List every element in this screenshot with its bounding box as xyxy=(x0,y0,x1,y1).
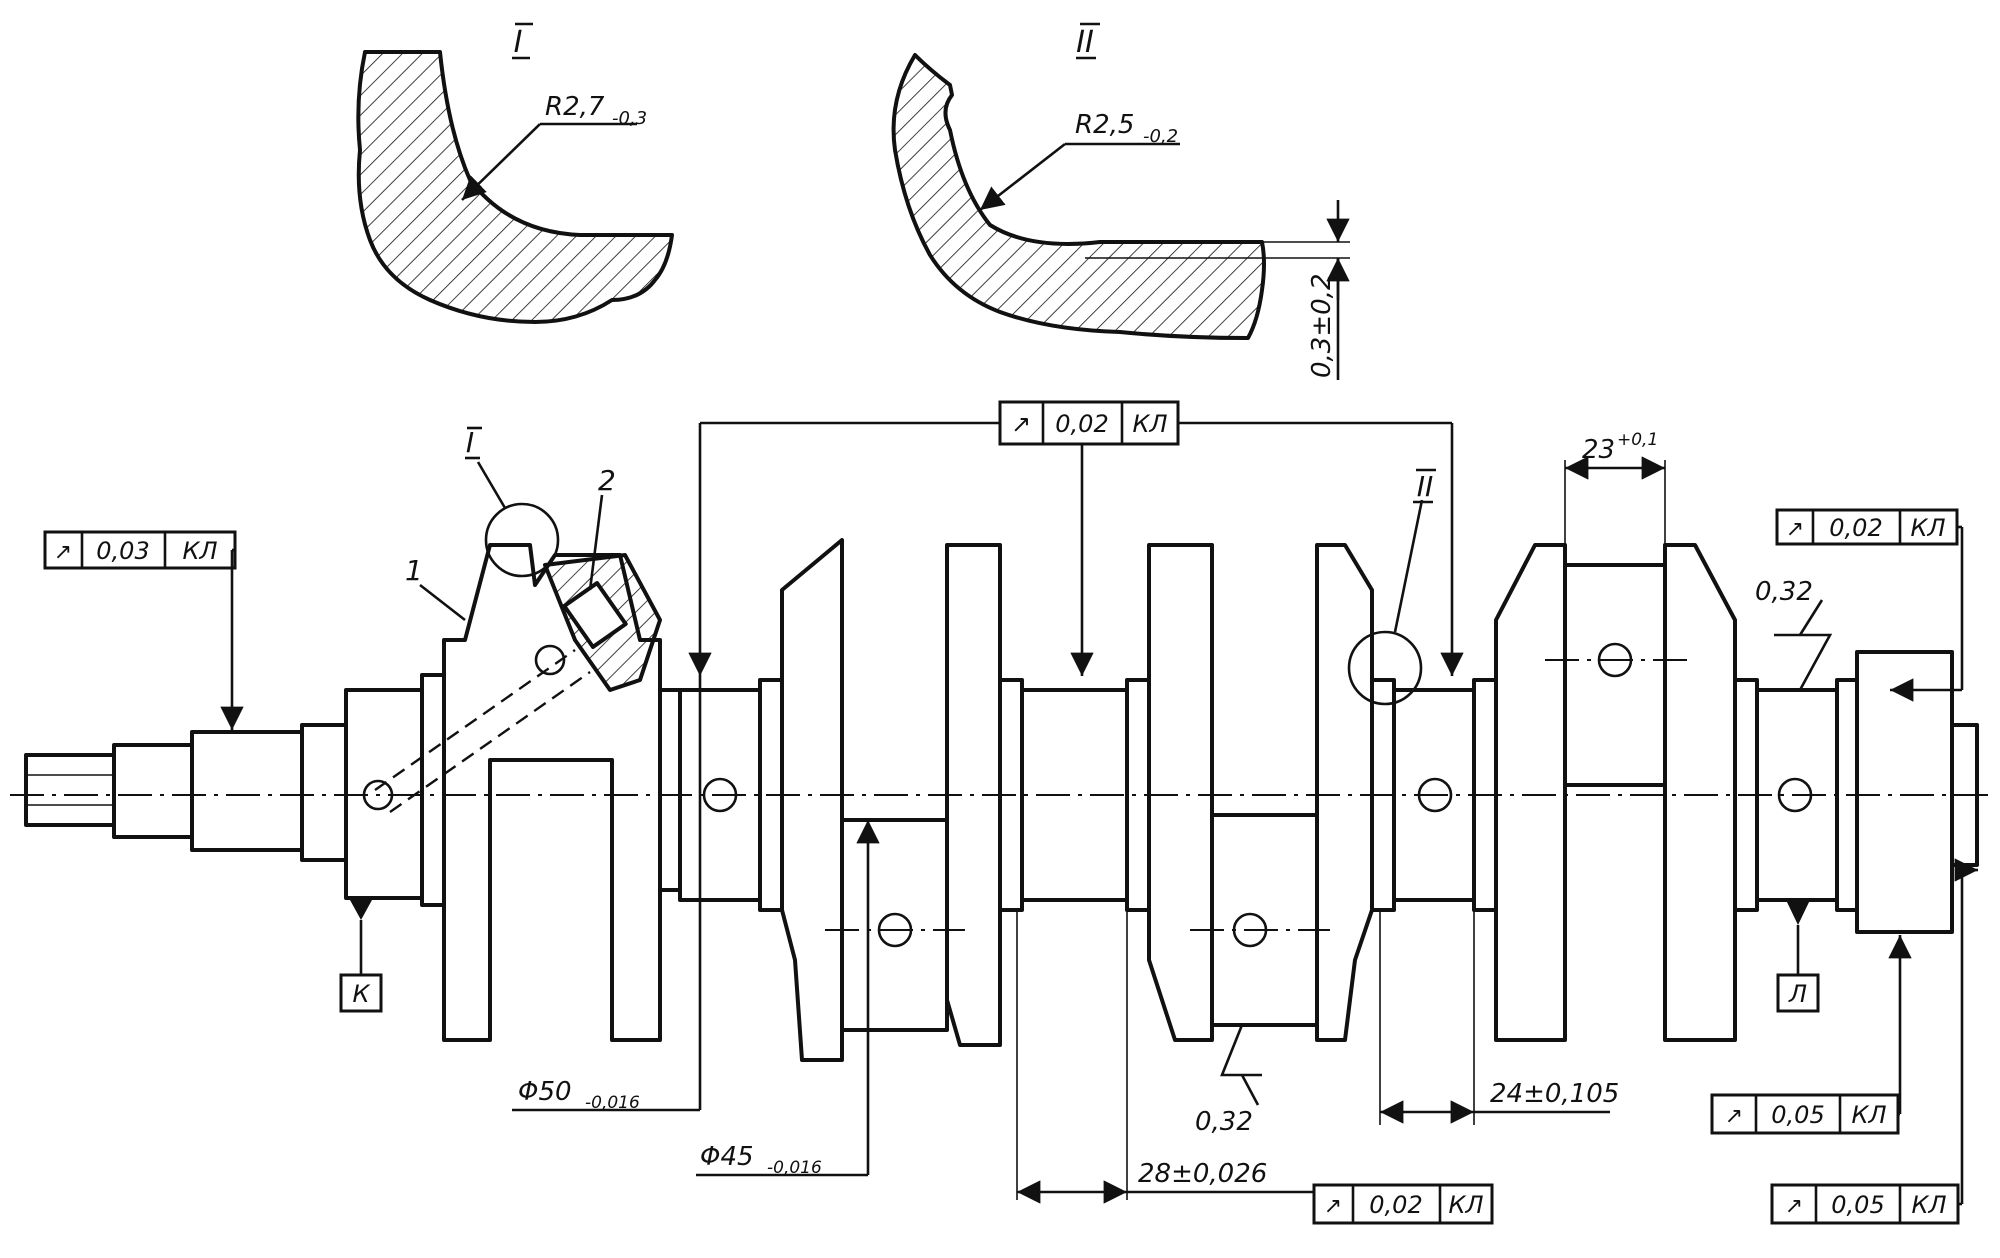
crank-web-6 xyxy=(1494,543,1567,1042)
frame-right-mid-base: КЛ xyxy=(1851,1101,1886,1129)
datum-k-label: К xyxy=(352,980,370,1008)
dim-d45-tol: -0,016 xyxy=(767,1158,822,1178)
frame-right-low: ↗ 0,05 КЛ xyxy=(1770,858,1978,1225)
dim-24-value: 24±0,105 xyxy=(1490,1079,1619,1109)
crankpin-1 xyxy=(840,818,949,1032)
frame-right-top: ↗ 0,02 КЛ xyxy=(1775,508,1964,702)
detail-ii-radius: R2,5 xyxy=(1075,110,1134,140)
oil-hole-5 xyxy=(1417,777,1453,813)
frame-left: ↗ 0,03 КЛ xyxy=(43,530,244,730)
frame-bottom-mid: ↗ 0,02 КЛ xyxy=(1312,1183,1494,1225)
dim-28: 28±0,026 xyxy=(1016,910,1314,1204)
detail-i-section xyxy=(356,50,674,324)
datum-l-label: Л xyxy=(1788,980,1807,1008)
frame-bottom-mid-value: 0,02 xyxy=(1369,1191,1422,1219)
plug-2 xyxy=(562,581,628,649)
frame-bottom-mid-base: КЛ xyxy=(1448,1191,1483,1219)
frame-right-low-base: КЛ xyxy=(1911,1191,1946,1219)
detail-ii-depth-dim: 0,3±0,2 xyxy=(1262,200,1350,380)
frame-right-mid-value: 0,05 xyxy=(1771,1101,1824,1129)
oil-hole-2 xyxy=(702,777,738,813)
roughness-rear: 0,32 xyxy=(1755,577,1833,691)
detail-i-mark: I xyxy=(514,25,523,60)
detail-i-circle xyxy=(484,502,560,578)
dim-23-tol: +0,1 xyxy=(1617,430,1658,450)
detail-i-radius: R2,7 xyxy=(545,92,605,122)
roughness-rear-value: 0,32 xyxy=(1755,577,1813,607)
detail-ii-mark: II xyxy=(1076,25,1094,60)
detail-ii-depth: 0,3±0,2 xyxy=(1307,274,1337,378)
detail-ii-circle xyxy=(1347,630,1423,706)
svg-text:↗: ↗ xyxy=(1786,517,1804,542)
dim-24: 24±0,105 xyxy=(1379,910,1619,1125)
svg-text:↗: ↗ xyxy=(1324,1194,1342,1219)
detail-callouts: I II 1 2 xyxy=(405,426,1436,706)
crank-web-4 xyxy=(1147,543,1214,1042)
position-1: 1 xyxy=(405,554,423,587)
roughness-pin-value: 0,32 xyxy=(1195,1107,1253,1137)
frame-left-value: 0,03 xyxy=(96,537,149,565)
detail-ii-tolerance: -0,2 xyxy=(1143,126,1178,147)
detail-ii-section xyxy=(891,53,1266,340)
crankpin-2 xyxy=(1210,813,1319,1027)
shaft-collar xyxy=(300,723,348,862)
datum-l: Л xyxy=(1776,900,1820,1013)
frame-right-low-value: 0,05 xyxy=(1831,1191,1884,1219)
crank-web-2 xyxy=(780,538,844,1062)
frame-left-base: КЛ xyxy=(182,537,217,565)
detail-ii: II R2,5 -0,2 0,3±0,2 xyxy=(891,22,1350,380)
shaft-step xyxy=(112,743,194,839)
svg-text:↗: ↗ xyxy=(54,540,72,565)
dim-28-value: 28±0,026 xyxy=(1138,1159,1267,1189)
frame-top-base: КЛ xyxy=(1132,410,1167,438)
svg-text:↗: ↗ xyxy=(1011,410,1031,438)
detail-i: I R2,7 -0,3 xyxy=(356,22,674,324)
dim-23-main: 23 xyxy=(1582,435,1615,465)
dim-d45-main: Φ45 xyxy=(700,1142,754,1172)
detail-ii-callout: II xyxy=(1417,470,1434,503)
frame-top: ↗ 0,02 КЛ xyxy=(688,400,1464,676)
frame-right-mid: ↗ 0,05 КЛ xyxy=(1710,935,1912,1135)
dim-d50-tol: -0,016 xyxy=(585,1093,640,1113)
oil-hole-7 xyxy=(1777,777,1813,813)
detail-i-tolerance: -0,3 xyxy=(612,108,647,129)
dim-d50: Φ50 -0,016 xyxy=(512,676,702,1113)
frame-top-value: 0,02 xyxy=(1055,410,1108,438)
oil-hole-1 xyxy=(362,779,394,811)
crankshaft-body xyxy=(10,538,1995,1062)
roughness-pin: 0,32 xyxy=(1195,1024,1262,1137)
datum-k: К xyxy=(339,900,383,1013)
svg-text:↗: ↗ xyxy=(1725,1104,1743,1129)
shaft-nose xyxy=(24,753,116,827)
dim-d45: Φ45 -0,016 xyxy=(696,820,880,1178)
position-2: 2 xyxy=(598,464,616,497)
dim-23: 23 +0,1 xyxy=(1564,430,1666,565)
frame-right-top-value: 0,02 xyxy=(1829,514,1882,542)
detail-ii-radius-leader: R2,5 -0,2 xyxy=(979,110,1180,212)
detail-i-callout: I xyxy=(466,426,474,459)
crank-web-7 xyxy=(1663,543,1737,1042)
detail-i-radius-leader: R2,7 -0,3 xyxy=(461,92,647,201)
rear-flange xyxy=(1855,650,1954,934)
frame-right-top-base: КЛ xyxy=(1910,514,1945,542)
svg-text:↗: ↗ xyxy=(1785,1194,1803,1219)
pulley-journal xyxy=(190,730,304,852)
dim-d50-main: Φ50 xyxy=(518,1077,572,1107)
crank-web-5 xyxy=(1315,543,1374,1042)
